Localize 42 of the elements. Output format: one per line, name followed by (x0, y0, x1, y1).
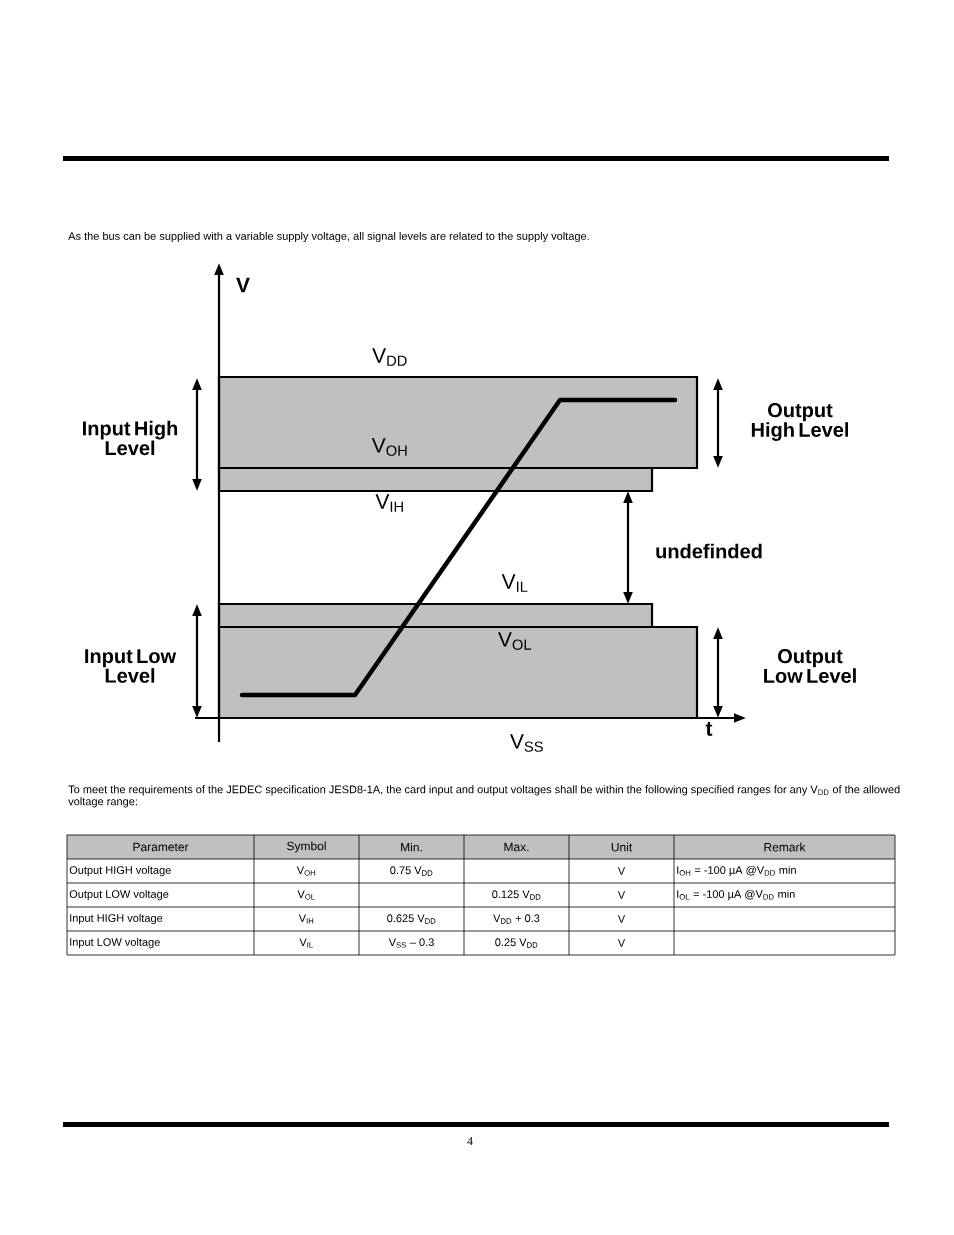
level-label: Input High Level (83, 420, 178, 456)
table-cell: V$_{OL}$ (297, 890, 315, 900)
axis-label: t (705, 722, 713, 736)
table-cell: 0.25 V$_{DD}$ (495, 938, 538, 948)
column-header: Remark (764, 842, 806, 852)
voltage-label: V$_{OH}$ (371, 438, 407, 456)
table-cell: V (617, 939, 626, 947)
intro-text: As the bus can be supplied with a variable supply voltage, all signal levels are related to the supply voltage. (68, 231, 589, 243)
table-cell: V (617, 891, 626, 899)
table-cell: V$_{IH}$ (298, 914, 314, 924)
column-header: Symbol (287, 841, 326, 853)
table-cell: I$_{OL}$ = -100 µA @V$_{DD}$ min (677, 889, 795, 901)
level-label: undefinded (656, 543, 762, 559)
column-header: Unit (611, 842, 633, 852)
table-cell: 0.125 V$_{DD}$ (492, 890, 541, 900)
axis-label: V (236, 277, 250, 293)
table-cell: V$_{DD}$ + 0.3 (493, 914, 540, 924)
level-label: Output High Level (751, 403, 849, 441)
voltage-label: V$_{DD}$ (372, 348, 407, 366)
column-header: Parameter (133, 842, 189, 852)
table-cell: V (617, 867, 626, 875)
table-cell: Output LOW voltage (69, 889, 169, 901)
voltage-label: V$_{IH}$ (375, 494, 403, 512)
table-cell: V$_{SS}$ – 0.3 (388, 938, 434, 948)
voltage-label: V$_{SS}$ (510, 734, 543, 752)
body-text: To meet the requirements of the JEDEC specification JESD8-1A, the card input and output voltages shall be within the following specified ranges for any V$_{DD}$ of the allowed voltage range: (68, 785, 900, 808)
table-cell: Input HIGH voltage (70, 913, 163, 925)
column-header: Max. (504, 842, 529, 852)
table-cell: 0.75 V$_{DD}$ (390, 866, 433, 876)
voltage-label: V$_{OL}$ (498, 632, 532, 650)
table-cell: 0.625 V$_{DD}$ (387, 914, 436, 924)
table-cell: Input LOW voltage (70, 937, 160, 949)
table-cell: V$_{IL}$ (299, 938, 313, 948)
level-label: Output Low Level (764, 649, 856, 683)
column-header: Min. (401, 842, 422, 852)
page-number: 4 (467, 1137, 473, 1145)
level-label: Input Low Level (85, 649, 177, 683)
table-cell: I$_{OH}$ = -100 µA @V$_{DD}$ min (677, 865, 796, 877)
table-cell: V (617, 915, 626, 923)
voltage-label: V$_{IL}$ (501, 574, 528, 592)
table-cell: V$_{OH}$ (296, 866, 316, 876)
table-cell: Output HIGH voltage (69, 865, 171, 877)
